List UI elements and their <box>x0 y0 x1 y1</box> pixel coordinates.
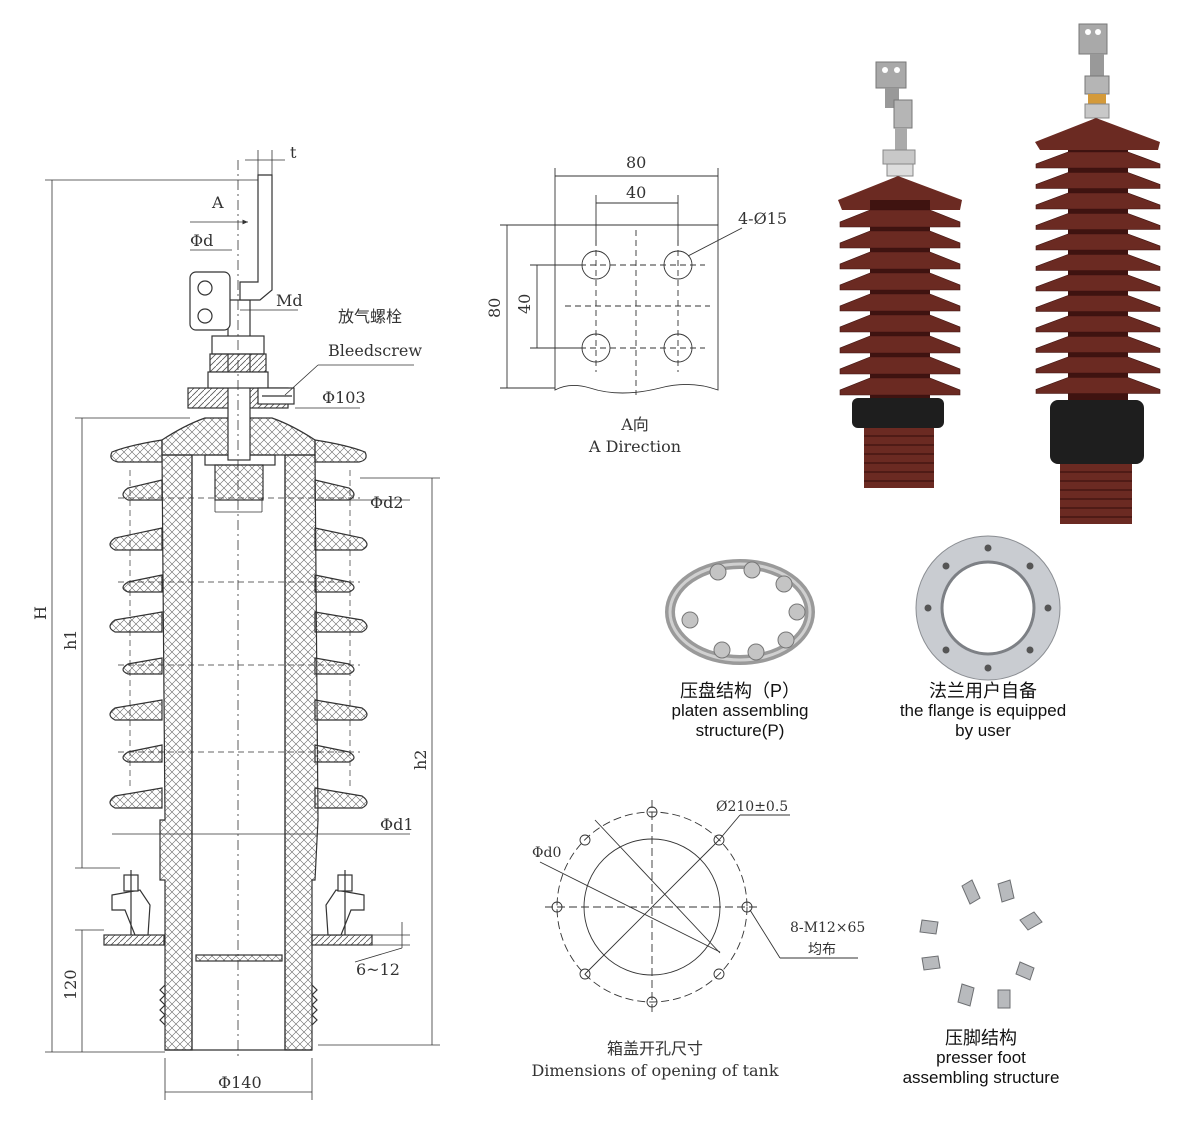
flange-caption-en2: by user <box>955 721 1011 740</box>
dim-6-12: 6~12 <box>356 960 400 979</box>
a-direction-en: A Direction <box>588 437 682 456</box>
tank-caption-cn: 箱盖开孔尺寸 <box>606 1039 703 1058</box>
tank-even: 均布 <box>808 942 836 958</box>
flange-caption-cn: 法兰用户自备 <box>929 681 1037 701</box>
insulator-small-shed <box>839 272 961 291</box>
dim-h1: h1 <box>61 630 80 650</box>
insulator-large-shed <box>1035 192 1161 210</box>
insulator-small-shed <box>839 335 961 354</box>
flange-caption-en1: the flange is equipped <box>899 701 1067 720</box>
insulator-large-shed <box>1035 172 1161 189</box>
presser-feet-photo <box>919 879 1043 1009</box>
sheds-right <box>314 439 368 809</box>
flange-photo <box>915 535 1061 681</box>
dim-phi-d2: Φd2 <box>370 493 404 512</box>
flange-caption: 法兰用户自备 the flange is equipped by user <box>868 681 1098 741</box>
insulator-small-rubber <box>852 398 944 428</box>
insulator-small-shed <box>839 293 961 312</box>
presser-caption-en1: presser foot <box>936 1048 1026 1067</box>
insulator-large-shed <box>1035 336 1161 353</box>
tank-opening-caption: 箱盖开孔尺寸 Dimensions of opening of tank <box>530 1038 780 1082</box>
dim-Md: Md <box>276 291 303 310</box>
dim-phi103: Φ103 <box>322 388 366 407</box>
dim-t: t <box>290 143 297 162</box>
presser-caption: 压脚结构 presser foot assembling structure <box>876 1028 1086 1088</box>
insulator-small-shed <box>839 356 961 375</box>
bleedscrew-cn: 放气螺栓 <box>338 307 402 326</box>
a-direction-view <box>500 168 743 395</box>
insulator-large-shed <box>1035 233 1161 251</box>
a-direction-caption: A向 A Direction <box>575 414 695 458</box>
insulator-large-shed <box>1035 377 1161 394</box>
dim-h2: h2 <box>411 750 430 770</box>
bleedscrew-en: Bleedscrew <box>328 341 422 360</box>
platen-ring-photo <box>665 559 815 665</box>
dim-phi140: Φ140 <box>218 1073 262 1092</box>
tank-bolts: 8-M12×65 <box>790 920 865 936</box>
platen-caption: 压盘结构（P） platen assembling structure(P) <box>640 681 840 741</box>
insulator-small-base <box>864 428 934 488</box>
insulator-large-shed <box>1035 274 1161 292</box>
presser-caption-en2: assembling structure <box>902 1068 1060 1087</box>
insulator-large-base <box>1060 464 1132 524</box>
platen-caption-en1: platen assembling <box>671 701 809 720</box>
a-direction-cn: A向 <box>621 415 649 434</box>
insulator-small-shed <box>839 230 961 249</box>
insulator-small-shed <box>839 314 961 333</box>
insulator-large-shed <box>1035 295 1161 312</box>
a-dir-holes: 4-Ø15 <box>738 209 787 228</box>
insulator-large-shed <box>1035 151 1161 169</box>
insulator-photo-small <box>838 61 962 210</box>
tank-phi-d0: Φd0 <box>532 845 561 861</box>
dim-H: H <box>31 606 50 620</box>
dim-A: A <box>211 193 224 212</box>
platen-caption-cn: 压盘结构（P） <box>679 681 800 701</box>
insulator-large-shed <box>1035 254 1161 271</box>
dim-phi-d1: Φd1 <box>380 815 414 834</box>
insulator-large-shed <box>1035 356 1161 374</box>
a-dir-w40: 40 <box>626 183 646 202</box>
dim-phi-d: Φd <box>190 231 213 250</box>
tank-phi210: Ø210±0.5 <box>716 799 788 815</box>
presser-foot-right <box>311 870 373 946</box>
insulator-large-shed <box>1035 213 1161 230</box>
insulator-small-shed <box>839 251 961 270</box>
platen-caption-en2: structure(P) <box>695 721 785 740</box>
presser-foot-left <box>103 870 165 946</box>
dimension-lines <box>45 150 440 1100</box>
sheds-left <box>109 439 163 809</box>
insulator-small-shed <box>839 209 961 228</box>
insulator-large-rubber <box>1050 400 1144 464</box>
insulator-photo-large <box>1035 23 1160 150</box>
a-dir-w80: 80 <box>626 153 646 172</box>
presser-caption-cn: 压脚结构 <box>945 1028 1017 1048</box>
a-dir-h40: 40 <box>515 294 534 314</box>
dim-120: 120 <box>61 969 80 1000</box>
insulator-large-shed <box>1035 315 1161 333</box>
a-dir-h80: 80 <box>485 298 504 318</box>
tank-caption-en: Dimensions of opening of tank <box>531 1061 779 1080</box>
insulator-cross-section <box>103 160 373 1060</box>
insulator-small-shed <box>839 377 961 396</box>
tank-opening-view <box>539 800 858 1015</box>
